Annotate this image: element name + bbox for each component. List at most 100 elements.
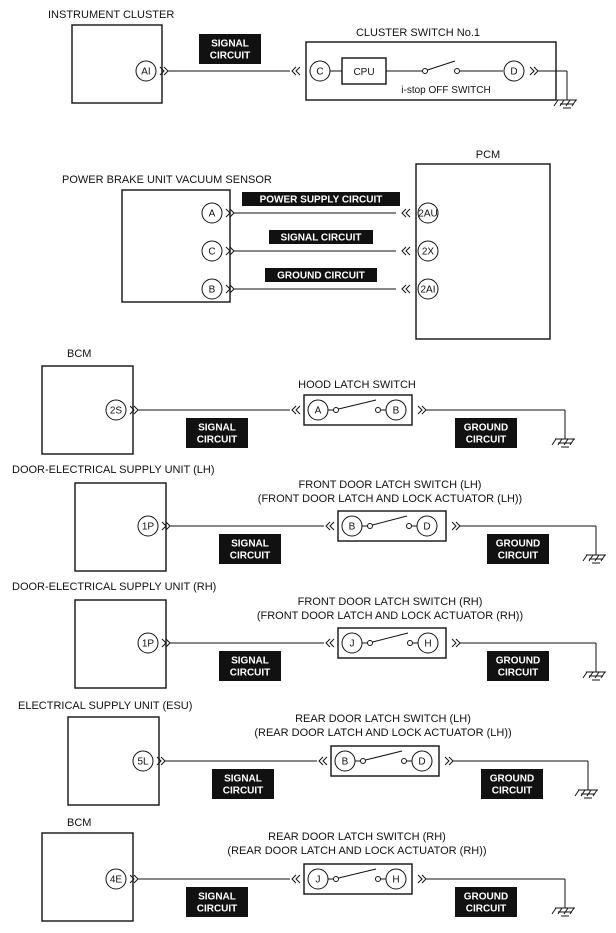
switch-title-3: (REAR DOOR LATCH AND LOCK ACTUATOR (LH)) — [254, 727, 511, 739]
signal-circuit-3-text: CIRCUIT — [223, 786, 264, 797]
switch-title-3: REAR DOOR LATCH SWITCH (LH) — [295, 713, 471, 725]
connector-chevron — [444, 756, 454, 766]
module-pin-1 — [137, 515, 159, 537]
switch-title-0: HOOD LATCH SWITCH — [298, 379, 416, 391]
connector-chevron — [325, 638, 335, 648]
istop-off-switch-contact — [422, 68, 428, 74]
cpu-box — [341, 57, 387, 85]
connector-chevron — [325, 521, 335, 531]
signal-circuit-0-text: SIGNAL — [198, 423, 236, 434]
ground-circuit-3-text: CIRCUIT — [492, 786, 533, 797]
signal-circuit-2-text: SIGNAL — [231, 656, 269, 667]
cluster-signal-circuit-bg — [199, 34, 261, 64]
latch-ground-3 — [574, 789, 598, 797]
module-pin-0 — [105, 399, 127, 421]
pcm-pin-0-label: 2AU — [418, 209, 437, 220]
latch-switch-4-contact — [333, 876, 339, 882]
latch-switch-pin-right-0-label: B — [393, 406, 400, 417]
cluster-ground — [553, 99, 577, 107]
signal-circuit-4-text: CIRCUIT — [197, 904, 238, 915]
pbu-circuit-1-bg — [269, 230, 373, 244]
module-pin-2 — [137, 632, 159, 654]
module-label-2: DOOR-ELECTRICAL SUPPLY UNIT (RH) — [12, 581, 216, 593]
signal-circuit-2-bg — [219, 651, 281, 681]
ground-circuit-4-text: CIRCUIT — [466, 904, 507, 915]
ground-circuit-1-text: GROUND — [496, 539, 540, 550]
signal-circuit-1-text: CIRCUIT — [230, 551, 271, 562]
module-pin-3 — [132, 750, 154, 772]
signal-circuit-0-text: CIRCUIT — [197, 435, 238, 446]
latch-switch-3-blade — [365, 750, 403, 761]
latch-switch-1-contact — [406, 523, 412, 529]
module-label-4: BCM — [67, 817, 91, 829]
latch-switch-pin-right-3-label: D — [418, 757, 425, 768]
switch-title-1: (FRONT DOOR LATCH AND LOCK ACTUATOR (LH)… — [258, 493, 522, 505]
cluster-signal-circuit-text: SIGNAL — [211, 39, 249, 50]
ground-circuit-0-text: GROUND — [464, 423, 508, 434]
ground-circuit-2-text: GROUND — [496, 656, 540, 667]
pcm-pin-2-label: 2AI — [420, 285, 435, 296]
signal-circuit-0-bg — [186, 418, 248, 448]
istop-off-switch-contact — [454, 68, 460, 74]
pbu-circuit-2-bg — [265, 268, 377, 282]
cluster-switch-pin-d-label: D — [510, 67, 517, 78]
switch-title-2: (FRONT DOOR LATCH AND LOCK ACTUATOR (RH)… — [257, 610, 523, 622]
latch-switch-pin-left-0-label: A — [315, 406, 322, 417]
module-pin-3-label: 5L — [137, 757, 149, 768]
latch-ground-4 — [551, 907, 575, 915]
module-label-3: ELECTRICAL SUPPLY UNIT (ESU) — [18, 700, 192, 712]
latch-switch-pin-left-1-label: B — [349, 522, 356, 533]
signal-circuit-1-text: SIGNAL — [231, 539, 269, 550]
module-label-1: DOOR-ELECTRICAL SUPPLY UNIT (LH) — [12, 464, 215, 476]
latch-switch-3-contact — [401, 758, 407, 764]
latch-switch-0-blade — [338, 399, 377, 410]
connector-chevron — [318, 756, 328, 766]
signal-circuit-2-text: CIRCUIT — [230, 668, 271, 679]
pbu-circuit-0-bg — [242, 192, 400, 206]
switch-title-4: (REAR DOOR LATCH AND LOCK ACTUATOR (RH)) — [227, 845, 486, 857]
pcm-pin-2 — [417, 278, 439, 300]
connector-chevron — [451, 521, 461, 531]
pcm-pin-1 — [417, 240, 439, 262]
ground-circuit-1-bg — [487, 534, 549, 564]
vacuum-sensor-pin-0 — [201, 202, 223, 224]
latch-switch-pin-right-2-label: H — [424, 639, 431, 650]
signal-circuit-4-bg — [186, 887, 248, 917]
ground-circuit-2-text: CIRCUIT — [498, 668, 539, 679]
latch-switch-1-contact — [367, 523, 373, 529]
connector-chevron — [401, 246, 411, 256]
ground-circuit-0-bg — [455, 418, 517, 448]
module-pin-0-label: 2S — [110, 406, 123, 417]
latch-switch-1-blade — [372, 515, 408, 526]
istop-off-switch-label: i-stop OFF SWITCH — [401, 85, 490, 96]
istop-off-switch-blade — [427, 60, 456, 71]
latch-switch-pin-right-1-label: D — [423, 522, 430, 533]
pbu-circuit-0-text: POWER SUPPLY CIRCUIT — [260, 195, 383, 206]
switch-title-1: FRONT DOOR LATCH SWITCH (LH) — [299, 479, 482, 491]
latch-ground-1 — [582, 554, 606, 562]
vacuum-sensor-pin-0-label: A — [209, 209, 216, 220]
latch-switch-3-contact — [360, 758, 366, 764]
ground-circuit-3-bg — [481, 769, 543, 799]
module-pin-1-label: 1P — [142, 522, 155, 533]
latch-switch-4-blade — [338, 868, 377, 879]
cluster-switch-label: CLUSTER SWITCH No.1 — [356, 27, 480, 39]
module-pin-2-label: 1P — [142, 639, 155, 650]
pbu-circuit-1-text: SIGNAL CIRCUIT — [281, 233, 362, 244]
connector-chevron — [451, 638, 461, 648]
connector-chevron — [401, 208, 411, 218]
module-label-0: BCM — [67, 348, 91, 360]
switch-title-2: FRONT DOOR LATCH SWITCH (RH) — [298, 596, 483, 608]
cluster-switch-pin-c-label: C — [316, 67, 323, 78]
ground-circuit-0-text: CIRCUIT — [466, 435, 507, 446]
vacuum-sensor-pin-2 — [201, 278, 223, 300]
latch-switch-2-contact — [367, 640, 373, 646]
connector-chevron — [291, 66, 301, 76]
ground-circuit-3-text: GROUND — [490, 774, 534, 785]
signal-circuit-3-bg — [212, 769, 274, 799]
cluster-pin-ai — [135, 60, 157, 82]
module-pin-4 — [105, 868, 127, 890]
connector-chevron — [291, 874, 301, 884]
latch-switch-4-contact — [375, 876, 381, 882]
